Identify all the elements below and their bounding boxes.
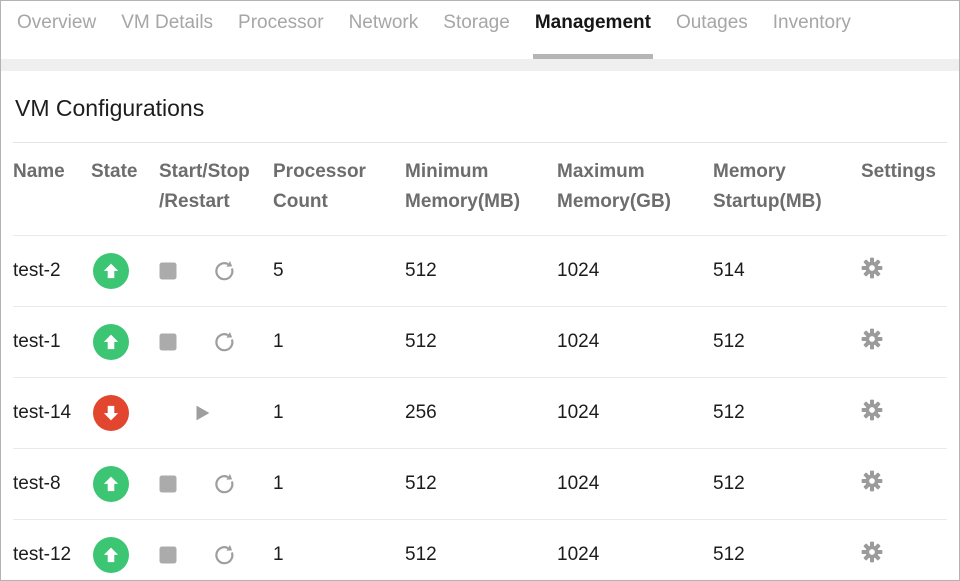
vm-action-buttons — [159, 472, 265, 496]
table-row: test-14 — [13, 377, 947, 449]
restart-arrow-icon — [215, 260, 234, 280]
vm-configurations-table: Name State Start/Stop /Restart Processor… — [13, 143, 947, 580]
vm-name: test-2 — [13, 235, 91, 307]
restart-button[interactable] — [212, 543, 236, 567]
stop-square-icon — [159, 546, 177, 563]
maximum-memory-value: 1024 — [549, 235, 705, 307]
vm-action-buttons — [159, 402, 265, 424]
state-up-arrow-icon — [103, 547, 119, 562]
tab-network[interactable]: Network — [348, 12, 419, 33]
stop-button[interactable] — [159, 333, 177, 351]
maximum-memory-value: 1024 — [549, 519, 705, 580]
tab-vm-details[interactable]: VM Details — [121, 12, 214, 33]
vm-state-badge — [93, 252, 129, 289]
minimum-memory-value: 512 — [397, 306, 549, 378]
processor-count-value: 1 — [265, 519, 397, 580]
column-header-state: State — [91, 143, 153, 236]
state-down-arrow-icon — [103, 405, 119, 420]
vm-name: test-8 — [13, 448, 91, 520]
processor-count-value: 1 — [265, 448, 397, 520]
gear-icon — [861, 541, 883, 562]
settings-button[interactable] — [861, 399, 883, 421]
maximum-memory-value: 1024 — [549, 377, 705, 449]
vm-action-buttons — [159, 330, 265, 354]
restart-arrow-icon — [215, 544, 234, 564]
settings-button[interactable] — [861, 541, 883, 563]
memory-startup-value: 512 — [705, 448, 853, 520]
restart-button[interactable] — [212, 330, 236, 354]
management-panel: VM Configurations Name State Start/Stop … — [1, 71, 959, 580]
minimum-memory-value: 512 — [397, 519, 549, 580]
stop-square-icon — [159, 333, 177, 350]
vm-name: test-12 — [13, 519, 91, 580]
column-header-max-memory: Maximum Memory(GB) — [549, 143, 705, 236]
vm-state-badge — [93, 536, 129, 573]
memory-startup-value: 512 — [705, 377, 853, 449]
gear-icon — [861, 470, 883, 491]
vm-state-badge — [93, 323, 129, 360]
tab-separator-band — [1, 59, 959, 71]
table-header-row: Name State Start/Stop /Restart Processor… — [13, 143, 947, 236]
stop-button[interactable] — [159, 262, 177, 280]
settings-button[interactable] — [861, 328, 883, 350]
tab-management[interactable]: Management — [532, 1, 653, 59]
vm-action-buttons — [159, 259, 265, 283]
stop-button[interactable] — [159, 475, 177, 493]
vm-state-badge — [93, 465, 129, 502]
gear-icon — [861, 257, 883, 278]
processor-count-value: 1 — [265, 306, 397, 378]
table-row: test-12 — [13, 519, 947, 580]
column-header-memory-startup: Memory Startup(MB) — [705, 143, 853, 236]
column-header-processor-count: Processor Count — [265, 143, 397, 236]
column-header-name: Name — [13, 143, 91, 236]
restart-button[interactable] — [212, 259, 236, 283]
table-row: test-1 — [13, 306, 947, 378]
stop-button[interactable] — [159, 546, 177, 564]
tab-inventory[interactable]: Inventory — [772, 12, 851, 33]
column-header-settings: Settings — [853, 143, 947, 236]
settings-button[interactable] — [861, 257, 883, 279]
processor-count-value: 5 — [265, 235, 397, 307]
memory-startup-value: 512 — [705, 519, 853, 580]
restart-arrow-icon — [215, 331, 234, 351]
state-up-arrow-icon — [103, 263, 119, 278]
processor-count-value: 1 — [265, 377, 397, 449]
memory-startup-value: 514 — [705, 235, 853, 307]
column-header-min-memory: Minimum Memory(MB) — [397, 143, 549, 236]
stop-square-icon — [159, 475, 177, 492]
memory-startup-value: 512 — [705, 306, 853, 378]
stop-square-icon — [159, 262, 177, 279]
tab-bar: Overview VM Details Processor Network St… — [1, 1, 959, 59]
minimum-memory-value: 512 — [397, 448, 549, 520]
vm-name: test-1 — [13, 306, 91, 378]
state-up-arrow-icon — [103, 334, 119, 349]
table-row: test-8 — [13, 448, 947, 520]
state-up-arrow-icon — [103, 476, 119, 491]
vm-action-buttons — [159, 543, 265, 567]
tab-storage[interactable]: Storage — [443, 12, 510, 33]
table-row: test-2 — [13, 235, 947, 307]
column-header-start-stop-restart: Start/Stop /Restart — [153, 143, 265, 236]
start-button[interactable] — [191, 402, 213, 424]
gear-icon — [861, 328, 883, 349]
maximum-memory-value: 1024 — [549, 306, 705, 378]
play-triangle-icon — [196, 405, 210, 420]
settings-button[interactable] — [861, 470, 883, 492]
vm-name: test-14 — [13, 377, 91, 449]
tab-outages[interactable]: Outages — [675, 12, 748, 33]
restart-button[interactable] — [212, 472, 236, 496]
minimum-memory-value: 512 — [397, 235, 549, 307]
tab-processor[interactable]: Processor — [238, 12, 324, 33]
gear-icon — [861, 399, 883, 420]
maximum-memory-value: 1024 — [549, 448, 705, 520]
minimum-memory-value: 256 — [397, 377, 549, 449]
tab-overview[interactable]: Overview — [17, 12, 97, 33]
vm-state-badge — [93, 394, 129, 431]
restart-arrow-icon — [215, 473, 234, 493]
page-title: VM Configurations — [13, 71, 947, 143]
